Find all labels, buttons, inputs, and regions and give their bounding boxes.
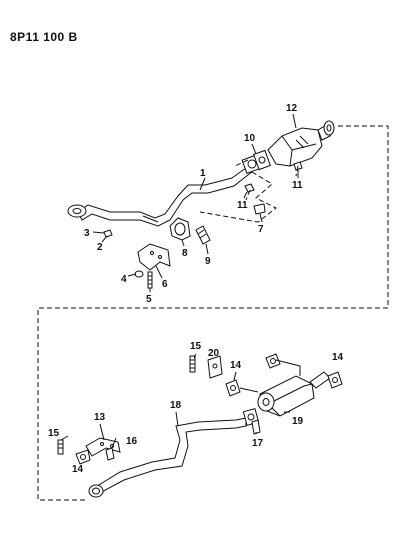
callout-15-a: 15 [190,341,202,352]
bolt-5 [147,271,153,289]
isolator-14-b [265,353,281,369]
callout-12: 12 [286,103,298,114]
callout-2: 2 [97,242,103,253]
nut-2 [103,229,113,238]
bracket-20 [207,355,223,379]
diagram-code: 8P11 100 B [10,30,78,44]
bolt-15-a [189,355,196,373]
nut-11-a [244,183,255,193]
nut-4 [134,270,144,278]
leader-lines [60,113,299,449]
callout-6: 6 [162,279,168,290]
catalytic-converter [267,120,335,167]
bolt-9 [195,225,211,245]
callout-10: 10 [244,133,256,144]
callout-17: 17 [252,438,264,449]
clamp-16 [105,447,115,461]
callout-5: 5 [146,294,152,305]
callout-13: 13 [94,412,106,423]
callout-11-b: 11 [292,180,303,191]
callout-19: 19 [292,416,304,427]
callout-1: 1 [200,168,206,179]
callout-labels: 1 2 3 4 5 6 7 8 9 10 11 11 12 13 14 14 1… [48,103,344,475]
callout-9: 9 [205,256,211,267]
assembly-line-converter-to-pipe [199,171,277,223]
clamp-17 [251,419,261,435]
isolator-14-a [225,379,241,397]
callout-20: 20 [208,348,220,359]
callout-14-c: 14 [72,464,84,475]
callout-8: 8 [182,248,188,259]
callout-14-a: 14 [230,360,242,371]
assembly-line-upper-right [37,125,389,501]
callout-3: 3 [84,228,90,239]
callout-14-b: 14 [332,352,344,363]
callout-7: 7 [258,224,264,235]
bolt-15-b [57,439,64,455]
isolator-14-d [75,449,91,465]
callout-11-a: 11 [237,200,248,211]
front-pipe-flange [67,204,87,218]
callout-16: 16 [126,436,138,447]
converter-inlet-flange [241,149,272,174]
hanger-bracket [137,243,171,271]
muffler [257,371,331,417]
isolator-14-c [327,371,343,389]
callout-4: 4 [121,274,127,285]
tailpipe [88,417,247,498]
front-exhaust-pipe [77,165,253,227]
callout-15-b: 15 [48,428,60,439]
callout-18: 18 [170,400,182,411]
insulator-clamp [169,217,191,241]
stud-bolt-7 [253,203,266,215]
